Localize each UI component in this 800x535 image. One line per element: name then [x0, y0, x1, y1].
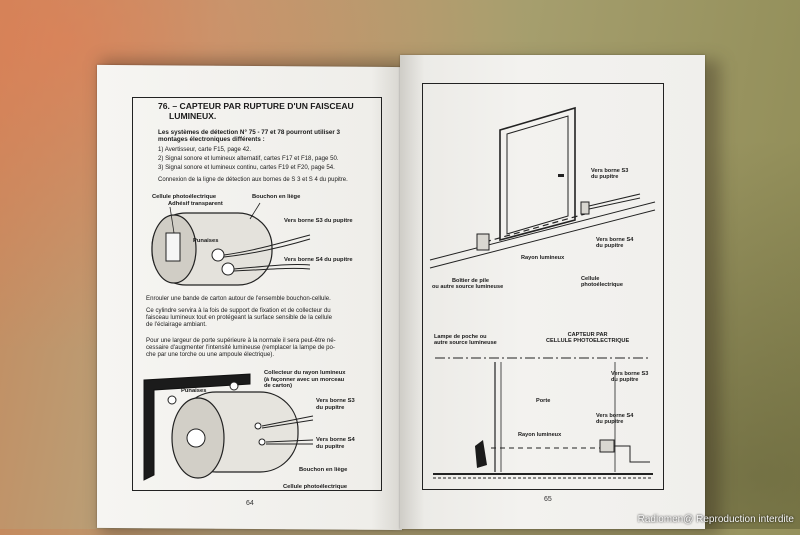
watermark: Radiomen@ Reproduction interdite [637, 514, 794, 525]
figure-door-bottom [433, 357, 653, 479]
label-s3: Vers borne S3 du pupitre [316, 398, 355, 411]
figure-door-top [429, 106, 656, 269]
label-cellule: Cellule photoélectrique [581, 276, 623, 289]
label-cellule: Cellule photoélectrique Adhésif transpar… [152, 194, 223, 207]
intro-text: Les systèmes de détection N° 75 - 77 et … [158, 129, 341, 144]
label-s4: Vers borne S4 du pupitre [596, 413, 634, 426]
label-cellule: Cellule photoélectrique [283, 484, 348, 490]
paragraph: Enrouler une bande de carton autour de l… [146, 295, 331, 302]
label-porte: Porte [536, 398, 551, 404]
label-lampe: Lampe de poche ou autre source lumineuse [434, 334, 497, 347]
paragraph: Ce cylindre servira à la fois de support… [146, 307, 332, 328]
list-item: 1) Avertisseur, carte F15, page 42. [158, 146, 252, 153]
page-number: 65 [544, 496, 552, 503]
figure-collector [143, 373, 314, 481]
label-punaises: Punaises [193, 238, 219, 244]
label-collecteur: Collecteur du rayon lumineux (à façonner… [264, 370, 346, 390]
page-title: 76. – CAPTEUR PAR RUPTURE D'UN FAISCEAU … [158, 101, 354, 121]
label-s4: Vers borne S4 du pupitre [316, 437, 355, 450]
label-s3: Vers borne S3 du pupitre [284, 218, 353, 224]
label-capteur: CAPTEUR PAR CELLULE PHOTOELECTRIQUE [546, 332, 630, 345]
page-number: 64 [246, 500, 254, 507]
label-s4: Vers borne S4 du pupitre [284, 257, 353, 263]
label-rayon: Rayon lumineux [518, 432, 562, 438]
label-punaises: Punaises [181, 388, 207, 394]
list-item: 2) Signal sonore et lumineux alternatif,… [158, 155, 339, 162]
list-item: 3) Signal sonore et lumineux continu, ca… [158, 164, 335, 171]
figure-cork-cell [151, 202, 311, 286]
paragraph: Pour une largeur de porte supérieure à l… [146, 337, 336, 358]
label-s4: Vers borne S4 du pupitre [596, 237, 634, 250]
label-boitier: Boîtier de pile ou autre source lumineus… [432, 278, 504, 291]
right-page-frame [422, 83, 664, 490]
right-page [400, 55, 705, 529]
label-rayon: Rayon lumineux [521, 255, 565, 261]
label-bouchon: Bouchon en liège [299, 467, 348, 473]
left-page-frame [132, 97, 382, 491]
label-bouchon: Bouchon en liège [252, 194, 301, 200]
label-s3: Vers borne S3 du pupitre [591, 168, 629, 181]
connexion-text: Connexion de la ligne de détection aux b… [158, 177, 348, 183]
label-s3: Vers borne S3 du pupitre [611, 371, 649, 384]
